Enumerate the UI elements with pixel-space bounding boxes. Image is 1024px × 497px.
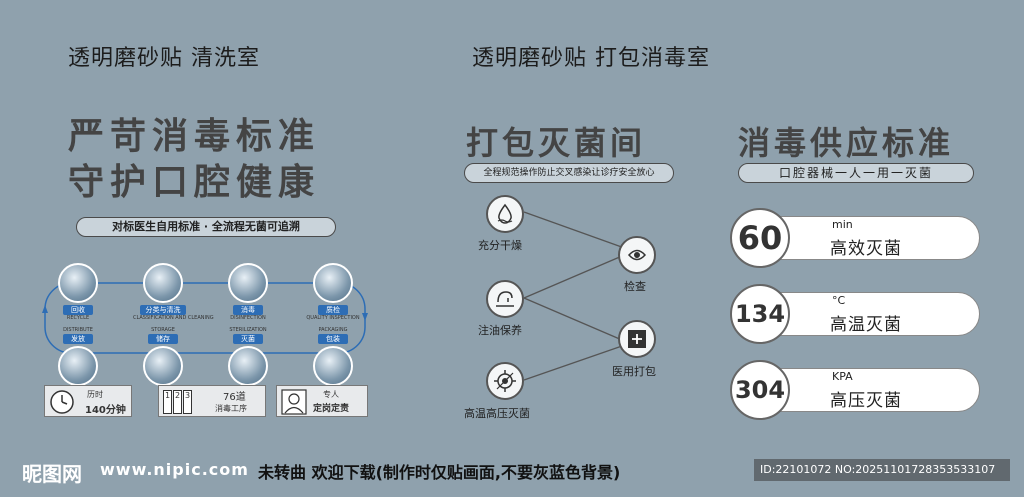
flow-step-clean: 分类与清洗 CLASSIFICATION AND CLEANING <box>133 263 214 321</box>
flow-tag: 灭菌 <box>233 334 263 344</box>
standard-unit: °C <box>832 294 846 307</box>
standard-unit: min <box>832 218 853 231</box>
flow-tag: 发放 <box>63 334 93 344</box>
stat-small: 专人 <box>323 390 339 399</box>
left-subtitle-pill: 对标医生自用标准 · 全流程无菌可追溯 <box>76 217 336 237</box>
standard-label: 高压灭菌 <box>830 391 902 411</box>
flow-tag: 质检 <box>318 305 348 315</box>
recycle-photo-icon <box>58 263 98 303</box>
calendar-icon: 1 2 3 <box>163 390 192 414</box>
flow-step-sterilize: STERILIZATION 灭菌 <box>228 327 278 386</box>
flow-tag: 包装 <box>318 334 348 344</box>
disinfection-photo-icon <box>228 263 268 303</box>
doctor-icon <box>281 389 307 415</box>
flow-step-recycle: 回收 RECYCLE <box>58 263 108 321</box>
stat-duration: 历时 140分钟 <box>44 385 132 417</box>
storage-photo-icon <box>143 346 183 386</box>
flow-step-package: PACKAGING 包装 <box>313 327 363 386</box>
water-drop-icon <box>497 203 513 224</box>
node-inspect <box>618 236 656 274</box>
mid-subtitle-pill: 全程规范操作防止交叉感染让诊疗安全放心 <box>464 163 674 183</box>
cleaning-photo-icon <box>143 263 183 303</box>
flow-sub: CLASSIFICATION AND CLEANING <box>133 315 214 321</box>
node-label-package: 医用打包 <box>612 365 656 378</box>
standard-number: 304 <box>730 360 790 420</box>
flow-step-distribute: DISTRIBUTE 发放 <box>58 327 108 386</box>
standard-number: 60 <box>730 208 790 268</box>
flow-tag: 储存 <box>148 334 178 344</box>
flow-step-storage: STORAGE 储存 <box>143 327 193 386</box>
flow-loop-line <box>42 282 368 354</box>
id-badge: ID:22101072 NO:20251101728353533107 <box>754 459 1010 481</box>
left-panel: 严苛消毒标准 守护口腔健康 对标医生自用标准 · 全流程无菌可追溯 回收 REC… <box>40 115 380 445</box>
node-label-inspect: 检查 <box>624 280 646 293</box>
mid-title: 打包灭菌间 <box>466 124 647 162</box>
packaging-photo-icon <box>313 346 353 386</box>
stat-small: 历时 <box>87 390 103 399</box>
calendar-digit: 3 <box>183 390 192 414</box>
node-oil <box>486 280 524 318</box>
left-section-title: 透明磨砂贴 清洗室 <box>68 46 260 71</box>
headline-line-2: 守护口腔健康 <box>68 162 321 203</box>
flow-tag: 消毒 <box>233 305 263 315</box>
standard-label: 高温灭菌 <box>830 315 902 335</box>
flow-sub: DISTRIBUTE <box>63 327 93 333</box>
oil-icon <box>496 291 514 307</box>
flow-sub: QUALITY INSPECTION <box>306 315 360 321</box>
stat-big: 消毒工序 <box>215 404 247 413</box>
flow-sub: RECYCLE <box>66 315 90 321</box>
stat-staff: 专人 定岗定责 <box>276 385 368 417</box>
right-title: 消毒供应标准 <box>738 124 955 162</box>
footer-note: 未转曲 欢迎下载(制作时仅贴画面,不要灰蓝色背景) <box>258 463 621 482</box>
node-label-dry: 充分干燥 <box>478 239 522 252</box>
flow-sub: STERILIZATION <box>229 327 267 333</box>
flow-sub: DISINFECTION <box>230 315 266 321</box>
node-package <box>618 320 656 358</box>
flow-step-inspect: 质检 QUALITY INSPECTION <box>306 263 363 321</box>
id-text: ID:22101072 NO:20251101728353533107 <box>760 463 996 476</box>
calendar-digit: 2 <box>173 390 182 414</box>
headline-line-1: 严苛消毒标准 <box>68 116 321 157</box>
standard-unit: KPA <box>832 370 853 383</box>
sterilization-photo-icon <box>228 346 268 386</box>
node-label-autoclave: 高温高压灭菌 <box>464 407 530 420</box>
watermark-site: www.nipic.com <box>100 460 249 479</box>
eye-shield-icon <box>627 249 647 261</box>
flow-sub: PACKAGING <box>318 327 348 333</box>
inspection-photo-icon <box>313 263 353 303</box>
right-subtitle-pill: 口腔器械一人一用一灭菌 <box>738 163 974 183</box>
stat-small: 76道 <box>223 392 246 403</box>
node-dry <box>486 195 524 233</box>
mid-connector-lines <box>523 211 631 381</box>
flow-tag: 分类与清洗 <box>140 305 186 315</box>
node-label-oil: 注油保养 <box>478 324 522 337</box>
clock-icon <box>50 390 74 414</box>
distribute-photo-icon <box>58 346 98 386</box>
flow-sub: STORAGE <box>151 327 175 333</box>
stat-big: 140分钟 <box>85 405 126 416</box>
flow-tag: 回收 <box>63 305 93 315</box>
watermark-logo: 昵图网 <box>22 462 82 486</box>
stat-big: 定岗定责 <box>313 404 350 414</box>
standard-number: 134 <box>730 284 790 344</box>
flow-step-disinfect: 消毒 DISINFECTION <box>228 263 278 321</box>
footer-bar: 昵图网 www.nipic.com 未转曲 欢迎下载(制作时仅贴画面,不要灰蓝色… <box>0 452 1024 497</box>
right-section-title: 透明磨砂贴 打包消毒室 <box>472 46 710 71</box>
stat-procedures: 1 2 3 76道 消毒工序 <box>158 385 266 417</box>
calendar-digit: 1 <box>163 390 172 414</box>
gear-virus-icon <box>494 370 516 392</box>
package-icon <box>628 330 646 348</box>
node-autoclave <box>486 362 524 400</box>
standard-label: 高效灭菌 <box>830 239 902 259</box>
